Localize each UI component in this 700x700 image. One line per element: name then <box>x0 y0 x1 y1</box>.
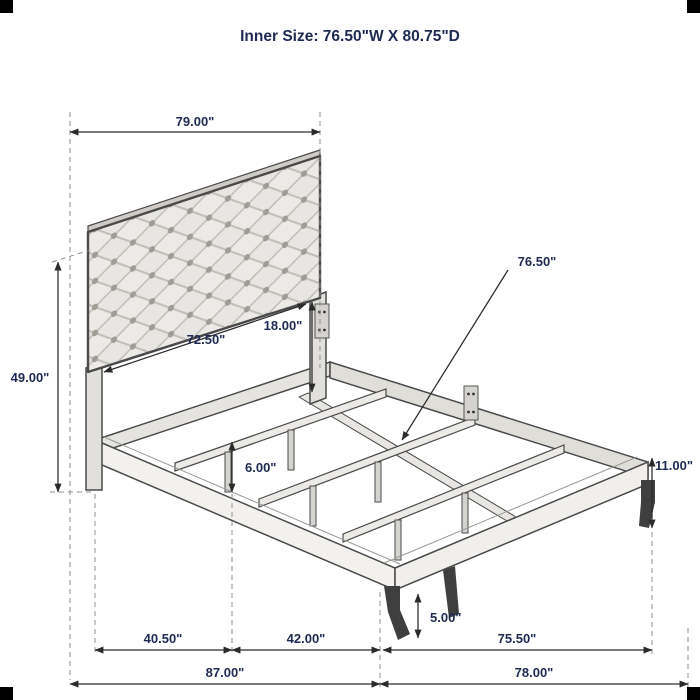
slat-1-board <box>174 388 387 472</box>
dim-overall-length: 87.00" <box>69 665 381 688</box>
slat-2 <box>258 416 476 527</box>
dim-overall-depth-label: 78.00" <box>515 665 554 680</box>
dim-segment-head-label: 40.50" <box>144 631 183 646</box>
dim-overall-depth: 78.00" <box>379 665 689 688</box>
slat-2-board <box>258 416 476 508</box>
dim-headboard-width-label: 79.00" <box>176 114 215 129</box>
bracket-headboard-post <box>314 303 330 339</box>
dim-frame-height: 11.00" <box>648 457 693 529</box>
bed-illustration <box>85 149 655 640</box>
headboard-left-leg <box>85 360 103 491</box>
foot-rail-inner-edge <box>383 456 638 564</box>
slat-1-leg-a <box>224 451 232 493</box>
dim-headboard-height-label: 49.00" <box>11 370 50 385</box>
dim-foot-leg-height-label: 5.00" <box>430 610 461 625</box>
head-rail <box>94 360 331 456</box>
dim-slat-length: 76.50" <box>401 254 557 441</box>
dim-headboard-to-rail: 18.00" <box>264 301 316 393</box>
corner-mark-top-left <box>0 0 13 13</box>
dim-slat-leg-height: 6.00" <box>228 441 276 493</box>
dim-headboard-height: 49.00" <box>11 261 62 493</box>
foot-leg-center <box>443 566 459 618</box>
dim-headboard-to-rail-label: 18.00" <box>264 318 303 333</box>
slat-3-leg-b <box>461 492 469 534</box>
foot-leg-near-corner <box>384 586 410 640</box>
dim-slat-length-leader <box>401 269 509 441</box>
near-rail-inner-edge <box>103 436 401 565</box>
dim-slat-leg-height-label: 6.00" <box>245 460 276 475</box>
slat-1-leg-b <box>287 429 295 471</box>
corner-mark-top-right <box>687 0 700 13</box>
dim-headboard-inner-width: 72.50" <box>103 303 307 373</box>
dim-segment-mid-label: 42.00" <box>287 631 326 646</box>
dim-overall-length-label: 87.00" <box>206 665 245 680</box>
dim-headboard-width: 79.00" <box>69 114 321 136</box>
extension-lines <box>50 112 689 690</box>
dim-segment-foot: 75.50" <box>382 631 653 654</box>
dim-headboard-inner-width-label: 72.50" <box>187 332 226 347</box>
slat-2-leg-b <box>374 461 382 503</box>
foot-rail <box>394 460 649 592</box>
dim-frame-height-label: 11.00" <box>655 458 693 473</box>
dim-segment-foot-label: 75.50" <box>498 631 537 646</box>
dim-segment-mid: 42.00" <box>231 631 381 654</box>
dim-segment-head: 40.50" <box>94 631 233 654</box>
inner-size-title: Inner Size: 76.50"W X 80.75"D <box>240 28 460 45</box>
bracket-far-rail <box>463 385 479 421</box>
dim-foot-leg-height: 5.00" <box>414 593 461 639</box>
corner-mark-bottom-right <box>687 687 700 700</box>
dim-slat-length-label: 76.50" <box>518 254 557 269</box>
slat-2-leg-a <box>309 485 317 527</box>
slat-3-leg-a <box>394 519 402 561</box>
ext-headboard-top <box>51 249 91 263</box>
dim-headboard-inner-width-line <box>103 303 307 373</box>
corner-mark-bottom-left <box>0 687 13 700</box>
